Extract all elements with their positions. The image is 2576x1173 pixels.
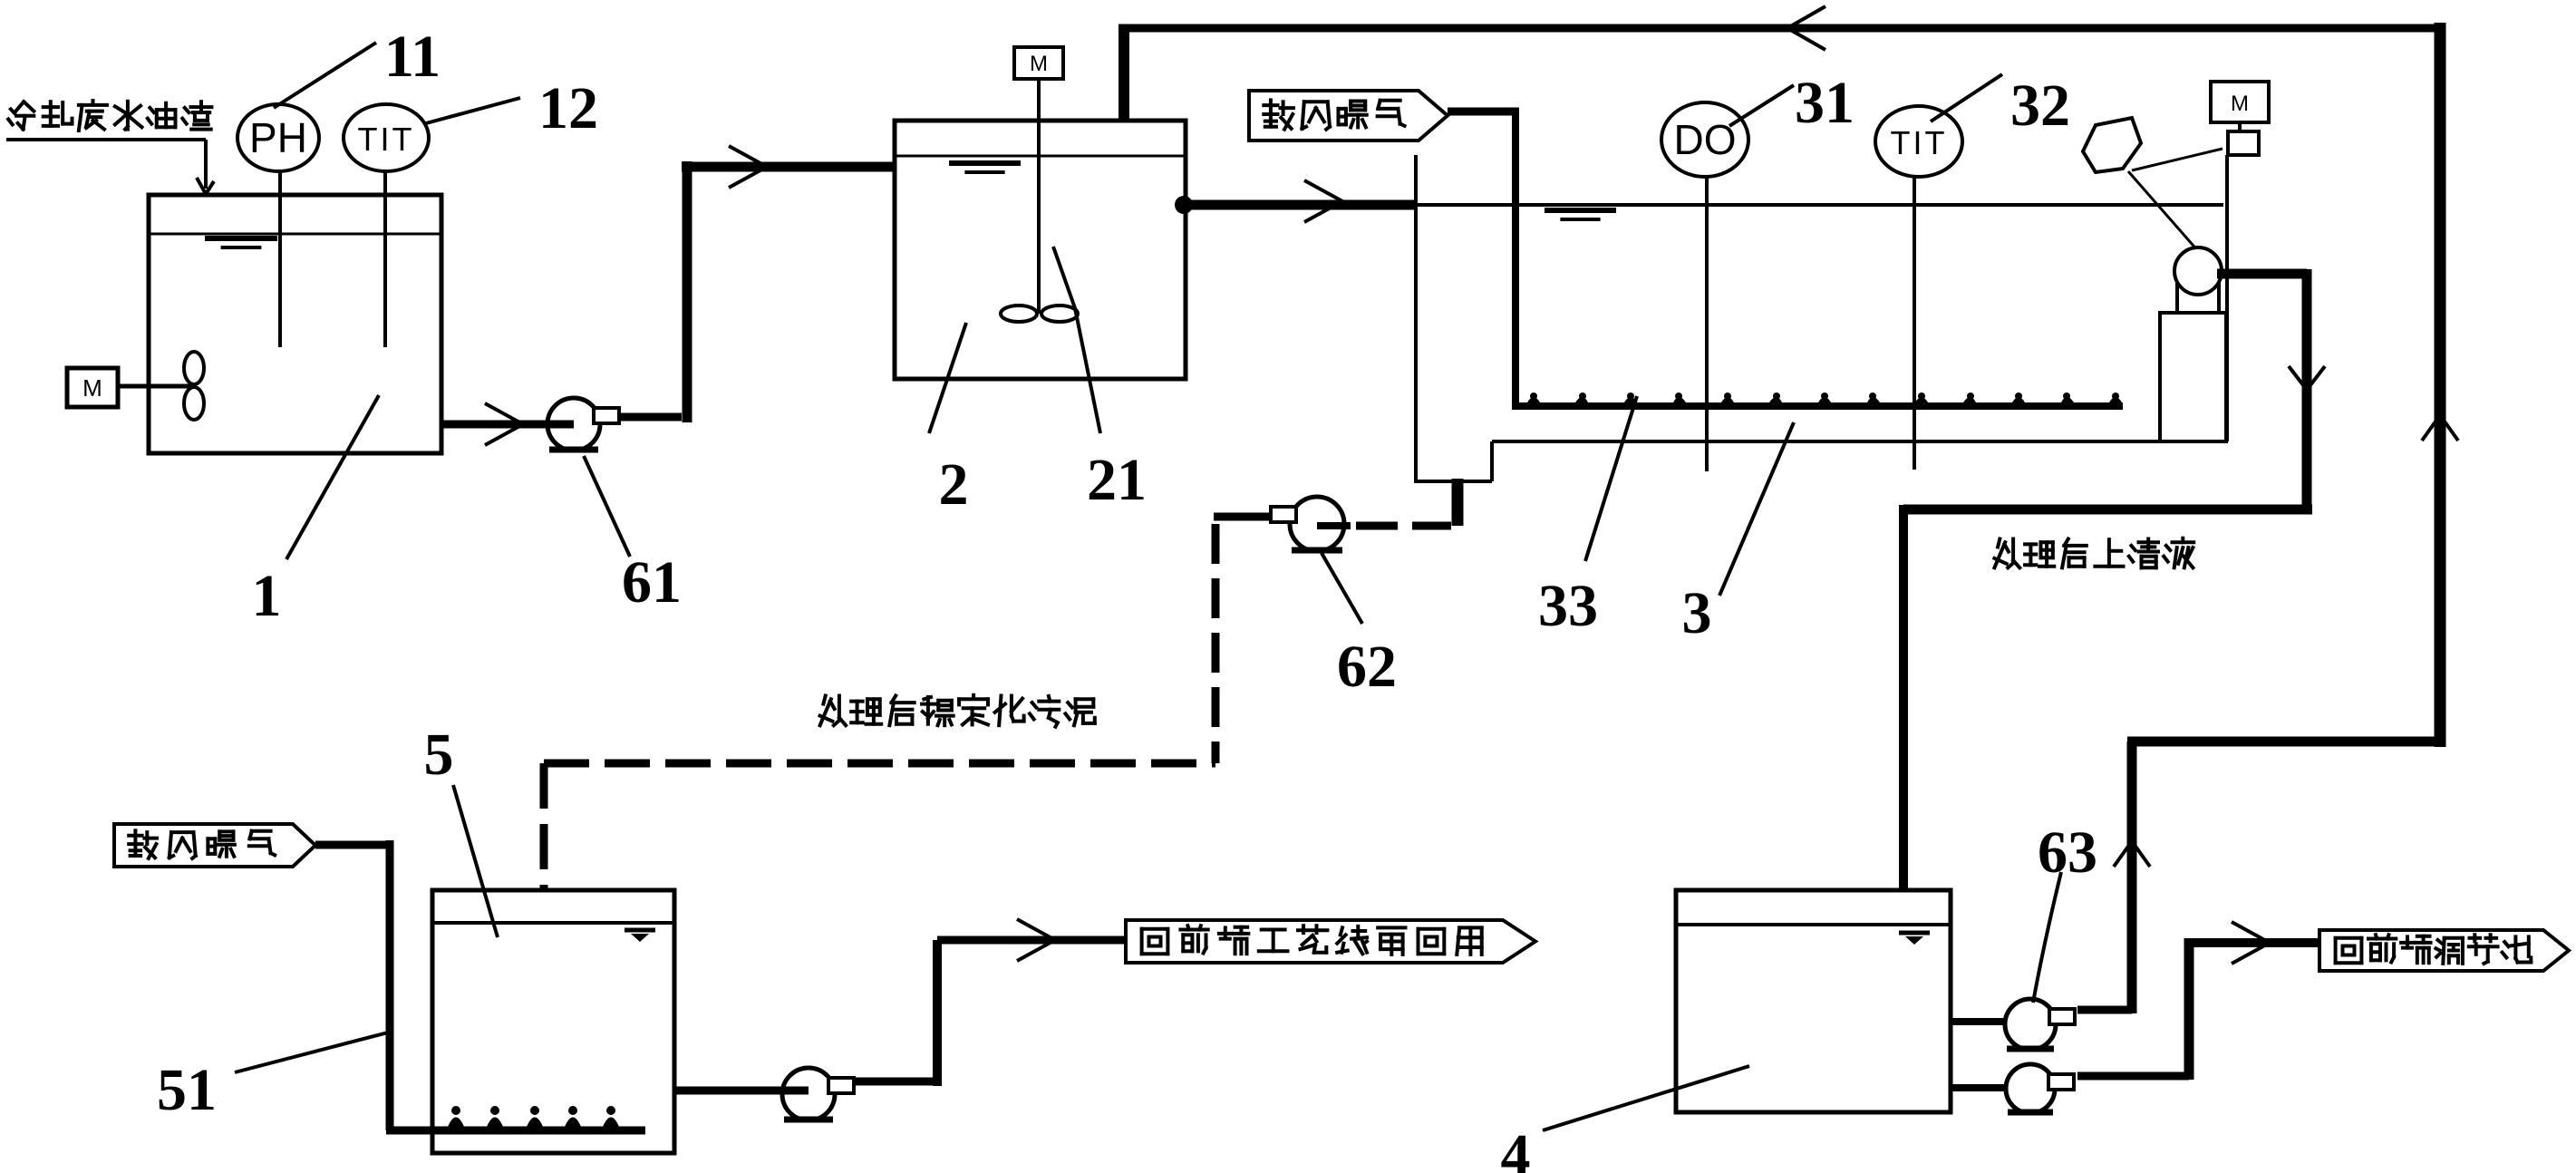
svg-text:11: 11 bbox=[384, 24, 441, 90]
svg-text:TIT: TIT bbox=[358, 121, 415, 158]
svg-text:PH: PH bbox=[249, 114, 307, 161]
svg-text:3: 3 bbox=[1682, 580, 1712, 646]
svg-text:51: 51 bbox=[157, 1057, 217, 1123]
svg-text:M: M bbox=[1030, 52, 1048, 76]
svg-text:32: 32 bbox=[2010, 73, 2070, 139]
svg-text:12: 12 bbox=[538, 75, 598, 141]
svg-text:63: 63 bbox=[2038, 819, 2097, 886]
svg-text:61: 61 bbox=[622, 549, 682, 616]
svg-text:DO: DO bbox=[1674, 116, 1737, 163]
svg-text:5: 5 bbox=[424, 722, 454, 788]
svg-text:2: 2 bbox=[939, 451, 969, 518]
svg-text:33: 33 bbox=[1538, 573, 1598, 639]
svg-text:21: 21 bbox=[1087, 447, 1147, 513]
svg-text:TIT: TIT bbox=[1891, 124, 1948, 161]
svg-text:62: 62 bbox=[1337, 634, 1397, 700]
svg-text:M: M bbox=[2231, 92, 2249, 116]
svg-text:4: 4 bbox=[1501, 1122, 1531, 1173]
svg-text:1: 1 bbox=[252, 563, 282, 629]
svg-text:31: 31 bbox=[1795, 70, 1855, 136]
svg-text:M: M bbox=[82, 374, 102, 402]
